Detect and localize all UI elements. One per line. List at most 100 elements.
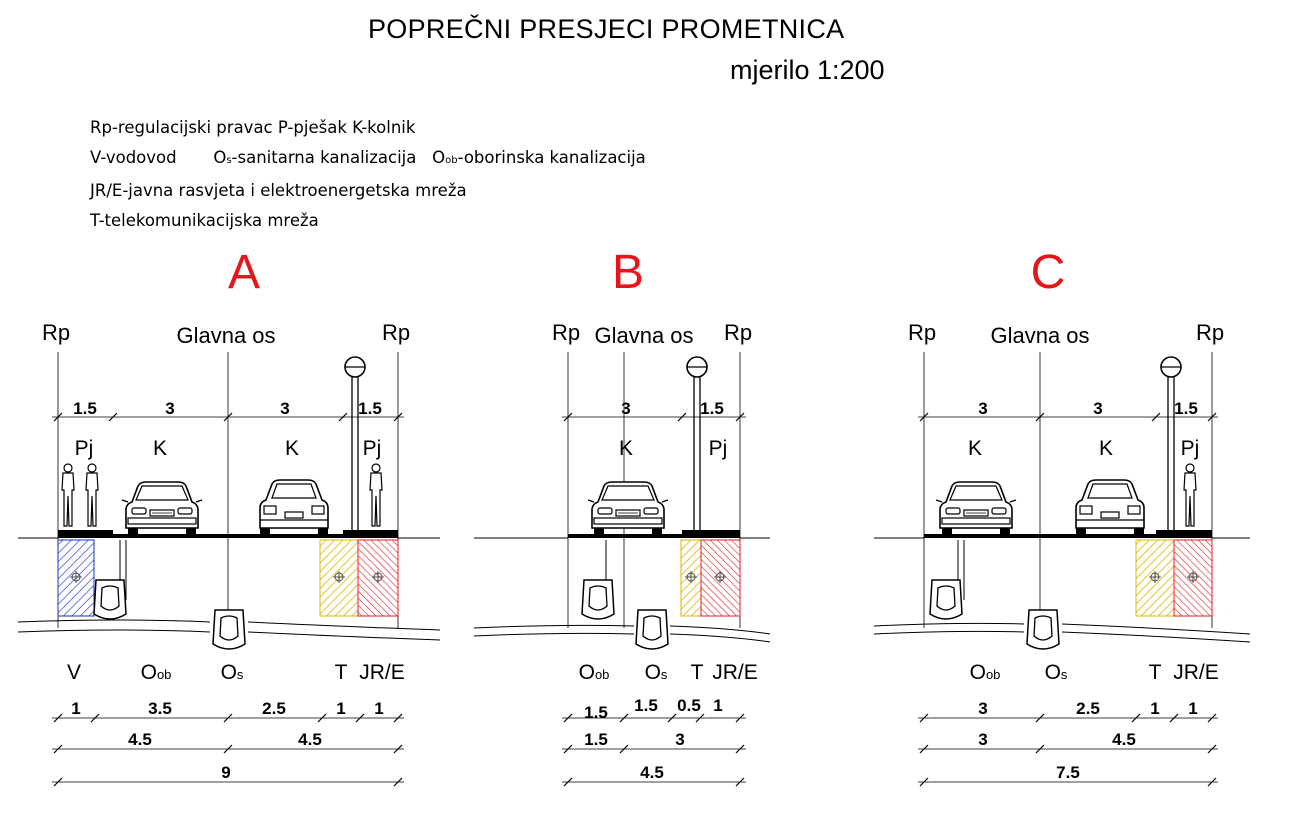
top-dim-a-3: 3 [280, 399, 289, 418]
axis-label-c: Glavna os [990, 323, 1089, 348]
dim-b-r3-1: 4.5 [640, 763, 664, 782]
dim-b-r1-4: 1 [713, 696, 722, 715]
section-b: B Rp Rp Glavna os 3 1.5 K Pj Oob Os T JR… [473, 246, 771, 787]
legend-row-4: T-telekomunikacijska mreža [90, 211, 319, 230]
section-letter-b: B [612, 246, 644, 299]
zone-c-3: Pj [1181, 437, 1200, 460]
zone-b-2: Pj [709, 437, 728, 460]
sanitary-manhole-c [1026, 609, 1060, 650]
zone-a-2: K [153, 437, 167, 460]
legend-row-1: Rp-regulacijski pravac P-pješak K-kolnik [90, 118, 416, 137]
legend-water: V-vodovod [90, 148, 177, 167]
legend-storm-symbol: Oob [432, 148, 458, 167]
legend-sanitary: -sanitarna kanalizacija [231, 148, 417, 167]
dim-c-r1-1: 3 [978, 699, 987, 718]
dim-a-r1-1: 1 [71, 699, 80, 718]
axis-label-b: Glavna os [594, 323, 693, 348]
pipe-line-b [473, 624, 771, 635]
car-rear-a [259, 479, 329, 535]
car-rear-c [1075, 479, 1145, 535]
dim-b-r1-3: 0.5 [677, 696, 701, 715]
pipe-line-c [873, 622, 1251, 635]
pipe-line-a [17, 619, 441, 631]
section-c: C Rp Rp Glavna os 3 3 1.5 K K Pj Oob [873, 246, 1251, 787]
pedestrian-a-1 [61, 463, 75, 527]
section-letter-a: A [228, 246, 260, 299]
top-dim-b-1: 3 [621, 399, 630, 418]
top-dim-c-2: 3 [1093, 399, 1102, 418]
utility-a-1: V [67, 661, 81, 684]
top-dim-c-3: 1.5 [1174, 399, 1198, 418]
road-surface-c [924, 530, 1212, 538]
axis-label-a: Glavna os [176, 323, 275, 348]
dim-a-r2-1: 4.5 [128, 730, 152, 749]
utility-b-3: T [691, 661, 704, 684]
storm-manhole-c [929, 579, 963, 620]
pedestrian-a-2 [85, 463, 99, 527]
dim-a-r2-2: 4.5 [298, 730, 322, 749]
zone-c-2: K [1099, 437, 1113, 460]
dim-c-r1-2: 2.5 [1076, 699, 1100, 718]
utility-a-5: JR/E [359, 661, 405, 684]
top-dim-a-2: 3 [165, 399, 174, 418]
dim-a-r1-3: 2.5 [262, 699, 286, 718]
dim-c-r1-3: 1 [1150, 699, 1159, 718]
section-letter-c: C [1031, 246, 1066, 299]
zone-c-1: K [968, 437, 982, 460]
zone-b-1: K [619, 437, 633, 460]
utility-a-2: Oob [141, 661, 172, 684]
rp-right-a: Rp [382, 320, 410, 345]
dim-c-r1-4: 1 [1188, 699, 1197, 718]
dim-a-r3-1: 9 [221, 763, 230, 782]
drawing-scale: mjerilo 1:200 [730, 55, 885, 85]
zone-a-3: K [285, 437, 299, 460]
zone-a-1: Pj [75, 437, 94, 460]
rp-left-c: Rp [908, 320, 936, 345]
utility-c-3: T [1149, 661, 1162, 684]
road-surface-b [568, 530, 740, 538]
car-front-a [121, 481, 203, 535]
utility-c-4: JR/E [1173, 661, 1219, 684]
top-dim-b-2: 1.5 [700, 399, 724, 418]
zone-a-4: Pj [363, 437, 382, 460]
dim-b-r1-2: 1.5 [634, 696, 658, 715]
top-dim-a-4: 1.5 [358, 399, 382, 418]
dim-c-r2-2: 4.5 [1112, 730, 1136, 749]
legend-row-3: JR/E-javna rasvjeta i elektroenergetska … [90, 181, 467, 200]
road-surface-a [58, 530, 398, 538]
utility-b-2: Os [645, 661, 668, 684]
utility-c-1: Oob [970, 661, 1001, 684]
legend-storm: -oborinska kanalizacija [457, 148, 646, 167]
dim-a-r1-5: 1 [374, 699, 383, 718]
sanitary-manhole-a [212, 609, 246, 650]
car-front-c [935, 481, 1017, 535]
legend-row-2: V-vodovod Os-sanitarna kanalizacija Oob-… [90, 143, 646, 176]
rp-left-b: Rp [552, 320, 580, 345]
top-dim-a-1: 1.5 [73, 399, 97, 418]
dim-b-r1-1: 1.5 [584, 703, 608, 722]
dim-b-r2-2: 3 [675, 730, 684, 749]
power-zone-b [700, 539, 741, 617]
dim-c-r2-1: 3 [978, 730, 987, 749]
storm-manhole-b [581, 579, 615, 620]
rp-right-b: Rp [724, 320, 752, 345]
storm-manhole-a [93, 579, 127, 620]
rp-right-c: Rp [1196, 320, 1224, 345]
pedestrian-c-1 [1183, 463, 1197, 527]
utility-a-3: Os [221, 661, 244, 684]
lamp-c [1160, 356, 1182, 536]
drawing-title: POPREČNI PRESJECI PROMETNICA [368, 14, 845, 44]
dim-a-r1-2: 3.5 [148, 699, 172, 718]
lamp-b [686, 356, 708, 536]
sanitary-manhole-b [635, 609, 669, 650]
legend-sanitary-symbol: Os [213, 148, 232, 167]
section-a: A Rp Rp Glavna os 1.5 3 3 1.5 Pj K K Pj [17, 246, 441, 787]
dim-c-r3-1: 7.5 [1056, 763, 1080, 782]
pedestrian-a-3 [369, 463, 383, 527]
utility-b-1: Oob [579, 661, 610, 684]
legend: Rp-regulacijski pravac P-pješak K-kolnik… [90, 113, 646, 236]
top-dim-c-1: 3 [978, 399, 987, 418]
rp-left-a: Rp [42, 320, 70, 345]
utility-b-4: JR/E [712, 661, 758, 684]
